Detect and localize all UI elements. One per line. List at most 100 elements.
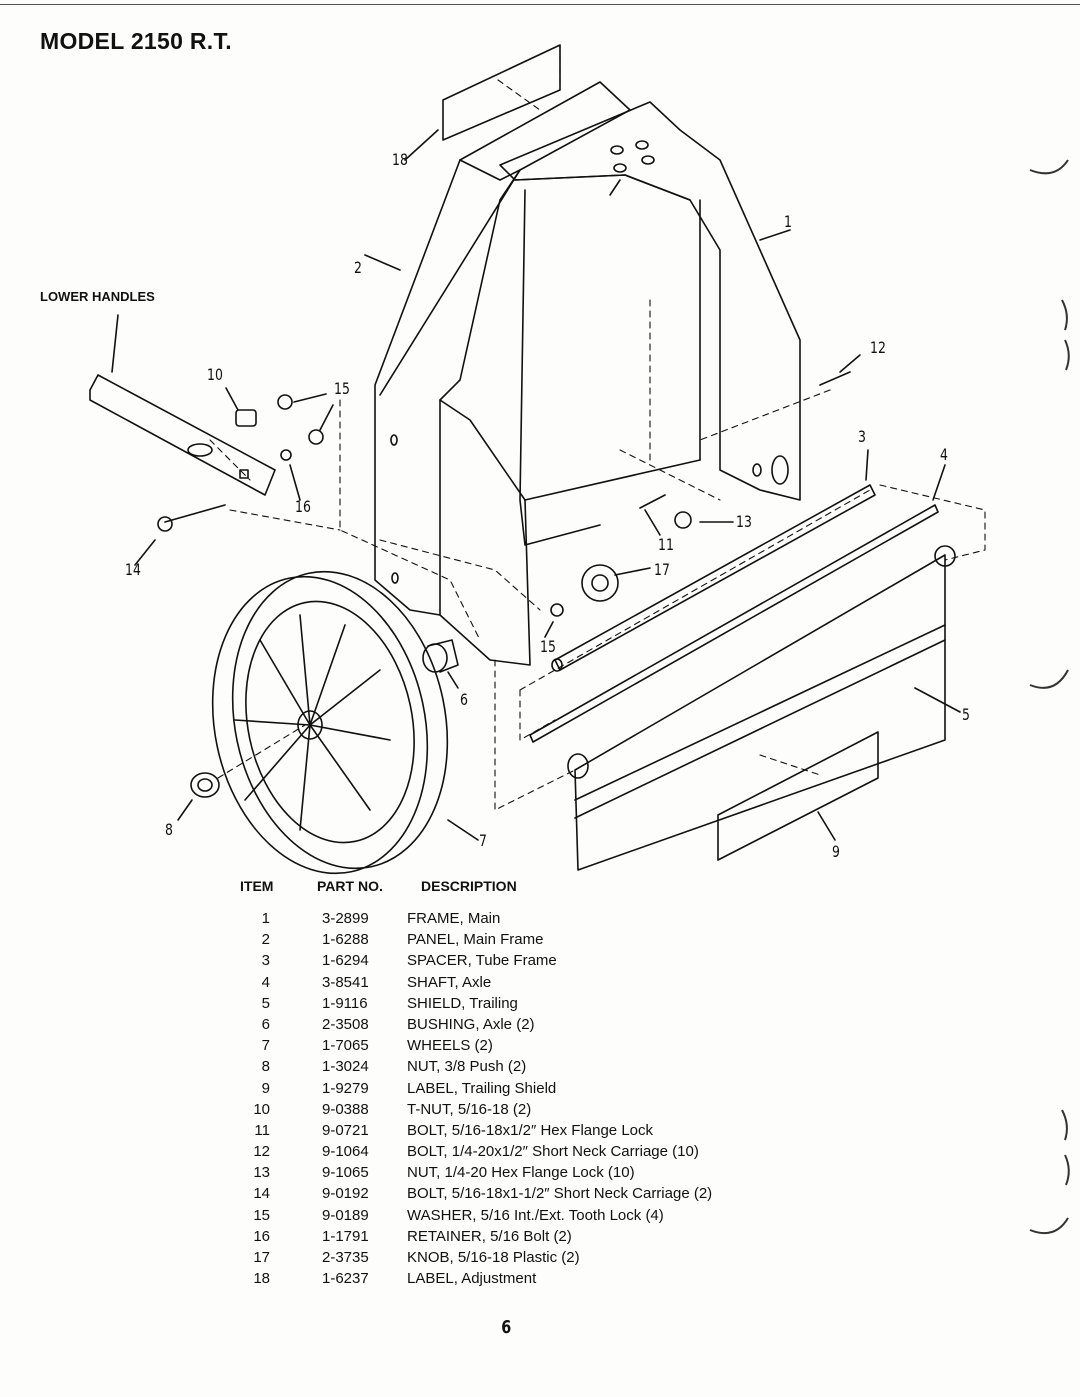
- push-nut-part: [177, 772, 220, 821]
- part-description: BOLT, 5/16-18x1/2″ Hex Flange Lock: [407, 1121, 653, 1139]
- part-number: 1-1791: [322, 1227, 369, 1245]
- main-frame-part: [499, 101, 801, 546]
- trailing-shield-part: [567, 545, 961, 871]
- part-description: KNOB, 5/16-18 Plastic (2): [407, 1249, 580, 1266]
- part-number: 9-0721: [322, 1121, 369, 1139]
- callout-7: 7: [479, 831, 487, 850]
- table-row: 1 3-2899 FRAME, Main: [220, 910, 860, 931]
- part-description: RETAINER, 5/16 Bolt (2): [407, 1227, 572, 1245]
- item-number: 16: [253, 1227, 270, 1245]
- part-description: FRAME, Main: [407, 910, 501, 927]
- part-number: 9-0189: [322, 1206, 369, 1224]
- table-row: 13 9-1065 NUT, 1/4-20 Hex Flange Lock (10): [220, 1164, 860, 1185]
- item-number: 14: [253, 1185, 270, 1203]
- page-number: 6: [501, 1317, 512, 1338]
- table-row: 12 9-1064 BOLT, 1/4-20x1/2″ Short Neck Car…: [220, 1143, 860, 1164]
- item-number: 10: [253, 1100, 270, 1118]
- part-description: SHAFT, Axle: [407, 973, 492, 991]
- table-row: 15 9-0189 WASHER, 5/16 Int./Ext. Tooth Loc…: [220, 1207, 860, 1228]
- margin-scan-marks: [1029, 159, 1070, 1234]
- exploded-parts-diagram: [89, 44, 986, 875]
- part-number: 1-6294: [322, 952, 369, 970]
- parts-list-table: ITEM PART NO. DESCRIPTION 1 3-2899 FRAME, …: [220, 876, 860, 1291]
- part-number: 9-1064: [322, 1143, 369, 1161]
- item-number: 6: [261, 1015, 270, 1033]
- callout-1: 1: [784, 212, 792, 231]
- callout-5: 5: [962, 705, 970, 724]
- item-number: 18: [253, 1270, 270, 1288]
- item-number: 1: [261, 910, 270, 927]
- part-description: BUSHING, Axle (2): [407, 1015, 535, 1033]
- axle-bushing-part: [422, 639, 459, 689]
- part-number: 3-8541: [322, 973, 369, 991]
- part-description: BOLT, 1/4-20x1/2″ Short Neck Carriage (1…: [407, 1143, 699, 1161]
- item-number: 11: [254, 1121, 270, 1139]
- part-number: 3-2899: [322, 910, 369, 927]
- part-number: 1-6237: [322, 1270, 369, 1288]
- table-row: 4 3-8541 SHAFT, Axle: [220, 974, 860, 995]
- trailing-shield-label-part: [717, 731, 879, 861]
- wheel-part: [211, 570, 479, 875]
- table-row: 6 2-3508 BUSHING, Axle (2): [220, 1016, 860, 1037]
- part-description: LABEL, Trailing Shield: [407, 1079, 557, 1097]
- part-description: WASHER, 5/16 Int./Ext. Tooth Lock (4): [407, 1206, 664, 1224]
- table-row: 18 1-6237 LABEL, Adjustment: [220, 1270, 860, 1291]
- lower-handle-part: [89, 314, 276, 496]
- item-number: 12: [253, 1143, 270, 1161]
- callout-6: 6: [460, 690, 468, 709]
- table-row: 14 9-0192 BOLT, 5/16-18x1-1/2″ Short Neck …: [220, 1185, 860, 1206]
- part-number: 1-9279: [322, 1079, 369, 1097]
- table-row: 16 1-1791 RETAINER, 5/16 Bolt (2): [220, 1228, 860, 1249]
- part-number: 1-6288: [322, 931, 369, 949]
- callout-3: 3: [858, 427, 866, 446]
- top-rule: [0, 4, 1080, 5]
- part-number: 2-3735: [322, 1249, 369, 1266]
- part-number: 2-3508: [322, 1015, 369, 1033]
- callout-8: 8: [165, 820, 173, 839]
- part-number: 9-0192: [322, 1185, 369, 1203]
- callout-2: 2: [354, 258, 362, 277]
- spacer-and-shaft-parts: [529, 449, 946, 743]
- callout-11: 11: [658, 535, 674, 554]
- parts-table-header: ITEM PART NO. DESCRIPTION: [220, 876, 860, 910]
- callout-14: 14: [125, 560, 141, 579]
- item-number: 3: [261, 952, 270, 970]
- item-number: 15: [253, 1206, 270, 1224]
- main-frame-panel-part: [364, 81, 631, 666]
- table-row: 3 1-6294 SPACER, Tube Frame: [220, 952, 860, 973]
- item-number: 4: [261, 973, 270, 991]
- callout-17: 17: [654, 560, 670, 579]
- part-description: WHEELS (2): [407, 1037, 493, 1055]
- callout-4: 4: [940, 445, 948, 464]
- item-number: 13: [253, 1164, 270, 1182]
- callout-15a: 15: [334, 379, 350, 398]
- page-title: MODEL 2150 R.T.: [40, 28, 232, 54]
- part-description: SHIELD, Trailing: [407, 994, 518, 1012]
- header-description: DESCRIPTION: [421, 878, 517, 894]
- callout-18: 18: [392, 150, 408, 169]
- assembly-guide-lines: [209, 44, 986, 811]
- header-part-no: PART NO.: [317, 878, 383, 894]
- lower-handles-label: LOWER HANDLES: [40, 289, 155, 304]
- part-description: NUT, 1/4-20 Hex Flange Lock (10): [407, 1164, 635, 1182]
- part-description: NUT, 3/8 Push (2): [407, 1058, 527, 1076]
- part-number: 1-7065: [322, 1037, 369, 1055]
- callout-16: 16: [295, 497, 311, 516]
- part-description: LABEL, Adjustment: [407, 1270, 537, 1288]
- callout-13: 13: [736, 512, 752, 531]
- header-item: ITEM: [240, 878, 274, 894]
- part-number: 9-0388: [322, 1100, 369, 1118]
- part-number: 9-1065: [322, 1164, 369, 1182]
- item-number: 5: [261, 994, 270, 1012]
- part-description: SPACER, Tube Frame: [407, 952, 557, 970]
- item-number: 7: [261, 1037, 270, 1055]
- part-description: BOLT, 5/16-18x1-1/2″ Short Neck Carriage…: [407, 1185, 713, 1203]
- item-number: 8: [261, 1058, 270, 1076]
- callout-10: 10: [207, 365, 223, 384]
